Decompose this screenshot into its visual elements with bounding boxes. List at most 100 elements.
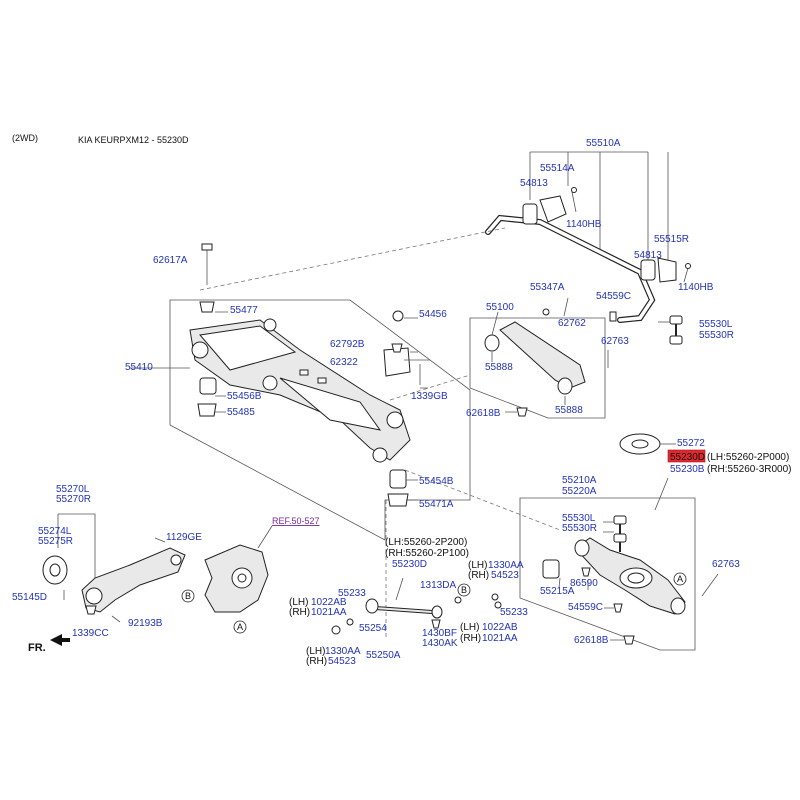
label-1313DA[interactable]: 1313DA [420,580,456,591]
label-62617A[interactable]: 62617A [153,255,188,266]
nut-1339CC[interactable] [85,605,97,615]
label-62322[interactable]: 62322 [330,357,358,368]
washer-1313DA[interactable] [454,596,462,604]
label-1339GB[interactable]: 1339GB [411,391,448,402]
label-55347A[interactable]: 55347A [530,282,565,293]
label-55230D-highlighted[interactable]: 55230D [670,452,705,463]
label-54813-right[interactable]: 54813 [634,250,662,261]
label-55233-right[interactable]: 55233 [500,607,528,618]
label-55530R-lower[interactable]: 55530R [562,523,597,534]
label-54523-right[interactable]: 54523 [491,570,519,581]
washer-55233-left[interactable] [346,618,354,626]
label-55145D[interactable]: 55145D [12,592,47,603]
label-62762[interactable]: 62762 [558,318,586,329]
knuckle-assembly[interactable] [204,544,269,613]
ref-50-527-link[interactable]: REF.50-527 [272,516,320,526]
label-62618B-upper[interactable]: 62618B [466,408,501,419]
label-55477[interactable]: 55477 [230,305,258,316]
label-1339CC[interactable]: 1339CC [72,628,109,639]
label-55215A[interactable]: 55215A [540,586,575,597]
bushing-right[interactable] [640,259,656,281]
label-1022AB-right[interactable]: 1022AB [482,622,518,633]
label-55274L[interactable]: 55274L [38,526,72,537]
label-55471A[interactable]: 55471A [419,499,454,510]
bushing-55888-upper[interactable] [484,334,500,352]
label-62792B[interactable]: 62792B [330,339,365,350]
bushing-55456B[interactable] [199,377,217,395]
label-55888-upper[interactable]: 55888 [485,362,513,373]
label-1330AA-right[interactable]: 1330AA [488,560,524,571]
label-55515R[interactable]: 55515R [654,234,689,245]
washer-55233-right[interactable] [494,601,502,609]
label-86590[interactable]: 86590 [570,578,598,589]
label-1330AA-left[interactable]: 1330AA [325,646,361,657]
label-55230D-link[interactable]: 55230D [392,559,427,570]
stopper-55485[interactable] [197,403,217,417]
label-1140HB-left[interactable]: 1140HB [566,219,602,230]
label-1021AA-right[interactable]: 1021AA [482,633,518,644]
label-55530L-lower[interactable]: 55530L [562,513,596,524]
label-55250A[interactable]: 55250A [366,650,401,661]
clip-86590[interactable] [581,567,591,577]
label-54813-left[interactable]: 54813 [520,178,548,189]
label-1021AA-left[interactable]: 1021AA [311,607,347,618]
bushing-55454B[interactable] [389,469,407,489]
bushing-55215A[interactable] [542,559,560,579]
label-55210A[interactable]: 55210A [562,475,597,486]
nut-54559C-lower[interactable] [613,603,623,613]
bolt-1129GE[interactable] [154,537,166,543]
lower-arm-55210A[interactable] [574,537,686,615]
nut-62618B-upper[interactable] [516,407,528,417]
nut-54559c[interactable] [609,311,617,322]
lateral-link-55250A[interactable] [365,598,443,619]
label-55410[interactable]: 55410 [125,362,153,373]
label-55254[interactable]: 55254 [359,623,387,634]
label-1022AB-left[interactable]: 1022AB [311,597,347,608]
label-54523-left[interactable]: 54523 [328,656,356,667]
bracket-right[interactable] [657,257,677,283]
label-55270L[interactable]: 55270L [56,484,90,495]
nut-1330AA-right[interactable] [491,593,499,601]
bolt-62762[interactable] [563,297,569,317]
label-55514A[interactable]: 55514A [540,163,575,174]
nut-1430BF[interactable] [431,619,441,629]
label-55456B[interactable]: 55456B [227,391,262,402]
trailing-arm-55270L[interactable] [81,547,186,613]
upper-arm-55100[interactable] [484,321,586,395]
label-55272[interactable]: 55272 [677,438,705,449]
label-62763-upper[interactable]: 62763 [601,336,629,347]
bolt-62763-lower[interactable] [701,573,719,597]
label-55275R[interactable]: 55275R [38,536,73,547]
label-54456[interactable]: 54456 [419,309,447,320]
washer-55477[interactable] [199,301,215,313]
label-54559C-lower[interactable]: 54559C [568,602,603,613]
label-55530R-top[interactable]: 55530R [699,330,734,341]
nut-54456[interactable] [392,310,404,322]
label-55220A[interactable]: 55220A [562,486,597,497]
label-55270R[interactable]: 55270R [56,494,91,505]
bushing-left[interactable] [522,203,538,225]
label-1430AK[interactable]: 1430AK [422,638,458,649]
nut-62618B-lower[interactable] [623,635,635,645]
label-55454B[interactable]: 55454B [419,476,454,487]
label-55510A[interactable]: 55510A [586,138,621,149]
label-62763-lower[interactable]: 62763 [712,559,740,570]
label-55485[interactable]: 55485 [227,407,255,418]
label-54559C-top[interactable]: 54559C [596,291,631,302]
label-1140HB-right[interactable]: 1140HB [678,282,714,293]
label-55100[interactable]: 55100 [486,302,514,313]
label-62618B-lower[interactable]: 62618B [574,635,609,646]
bolt-92193B[interactable] [111,615,121,623]
crossmember-assembly[interactable] [189,318,411,463]
stopper-55471A[interactable] [387,493,409,507]
label-92193B[interactable]: 92193B [128,618,163,629]
bushing-55888-lower[interactable] [557,377,573,395]
nut-1330AA-left[interactable] [331,625,341,635]
bracket-left[interactable] [539,195,567,223]
bolt-55230B[interactable] [654,477,669,511]
cap-62792B[interactable] [391,343,403,353]
label-55530L-top[interactable]: 55530L [699,319,733,330]
label-55888-lower[interactable]: 55888 [555,405,583,416]
label-55233-left[interactable]: 55233 [338,588,366,599]
bolt-55230D-link[interactable] [395,577,404,601]
